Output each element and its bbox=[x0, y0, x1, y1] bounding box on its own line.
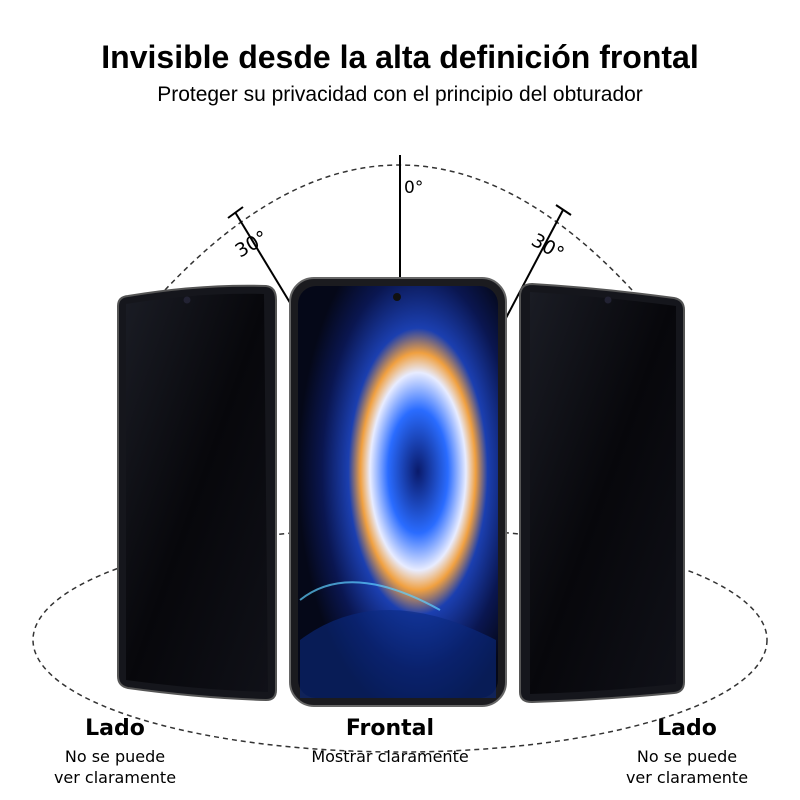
label-center-heading: Frontal bbox=[345, 716, 435, 741]
label-right: Lado No se puede ver claramente bbox=[602, 716, 772, 788]
label-left: Lado No se puede ver claramente bbox=[30, 716, 200, 788]
angle-label-center: 0° bbox=[404, 178, 423, 198]
center-phone bbox=[289, 277, 507, 707]
left-phone bbox=[117, 284, 277, 702]
label-center: Frontal Mostrar claramente bbox=[290, 716, 490, 767]
page-title: Invisible desde la alta definición front… bbox=[101, 39, 699, 75]
label-left-line1: No se puede bbox=[64, 747, 166, 766]
right-phone bbox=[519, 282, 685, 704]
page-subtitle: Proteger su privacidad con el principio … bbox=[157, 83, 643, 106]
label-left-heading: Lado bbox=[85, 716, 145, 741]
label-center-line1: Mostrar claramente bbox=[311, 747, 469, 766]
angle-line-left bbox=[234, 211, 293, 307]
angle-label-left: 30° bbox=[232, 226, 272, 262]
angle-label-right: 30° bbox=[528, 229, 568, 265]
angle-line-right bbox=[505, 209, 564, 319]
label-right-line2: ver claramente bbox=[625, 768, 749, 787]
label-right-line1: No se puede bbox=[636, 747, 738, 766]
label-left-line2: ver claramente bbox=[53, 768, 177, 787]
top-arc bbox=[164, 164, 633, 291]
label-right-heading: Lado bbox=[657, 716, 717, 741]
